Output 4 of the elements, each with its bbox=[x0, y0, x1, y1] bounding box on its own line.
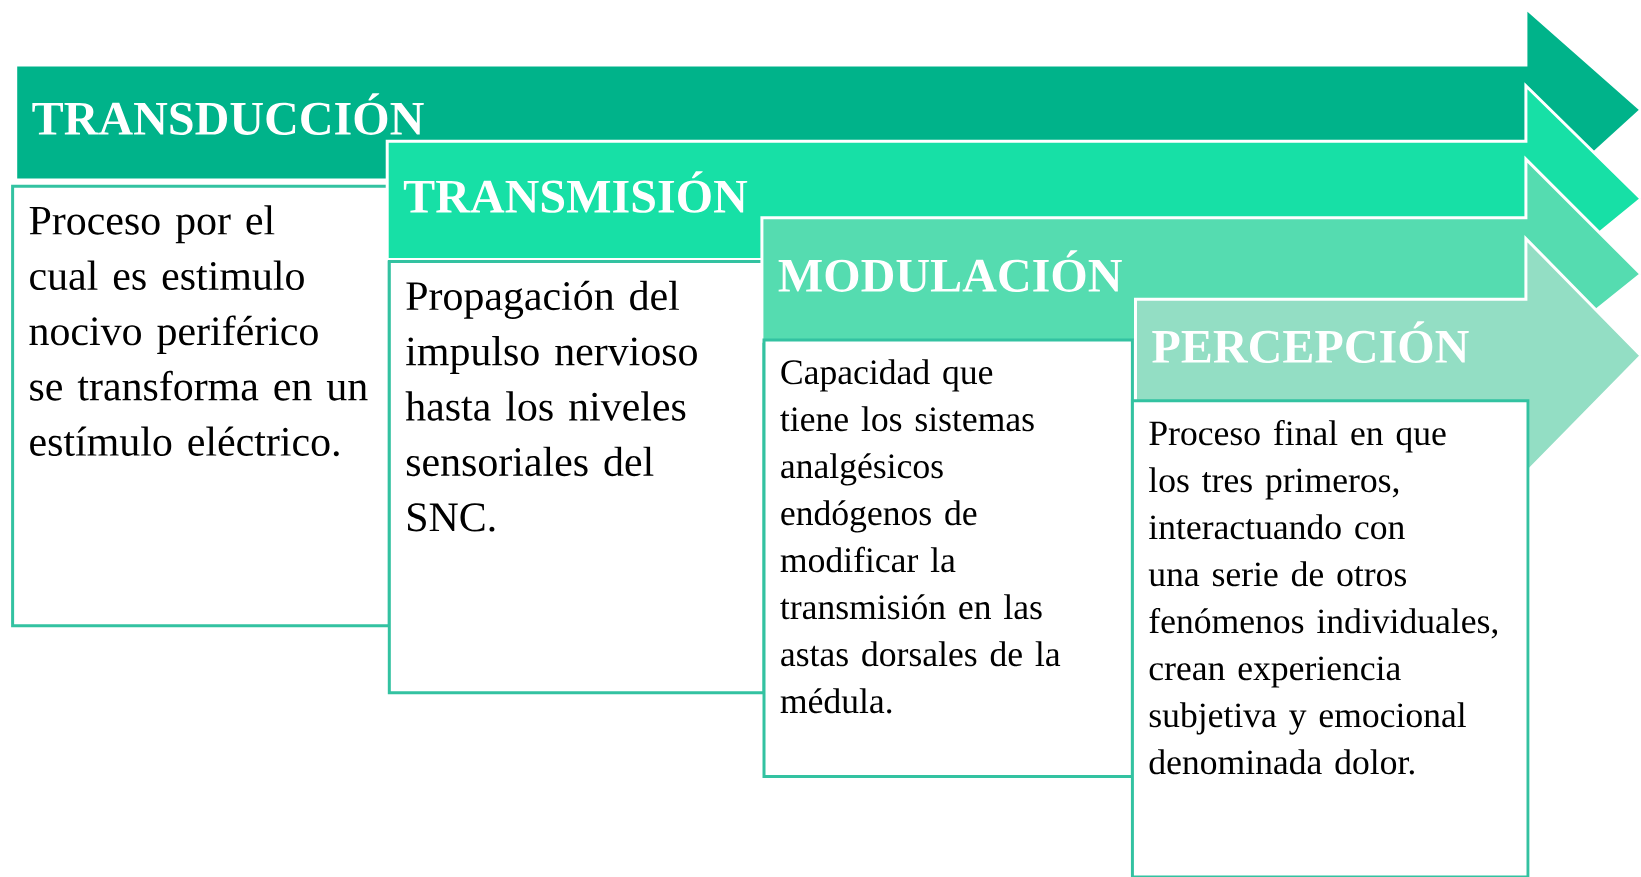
text-box: Propagación del impulso nervioso hasta los niveles sensoriales del SNC. bbox=[387, 260, 766, 695]
text-box: Proceso por el cual es estimulo nocivo periférico se transforma en un estímulo eléctrico. bbox=[11, 184, 391, 628]
text-box: Capacidad que tiene los sistemas analgésicos endógenos de modificar la transmisión en las astas dorsales de la médula. bbox=[762, 338, 1134, 778]
text-box: Proceso final en que los tres primeros, interactuando con una serie de otros fenómenos individuales, crean experiencia subjetiva y emocional denominada dolor. bbox=[1130, 399, 1530, 877]
